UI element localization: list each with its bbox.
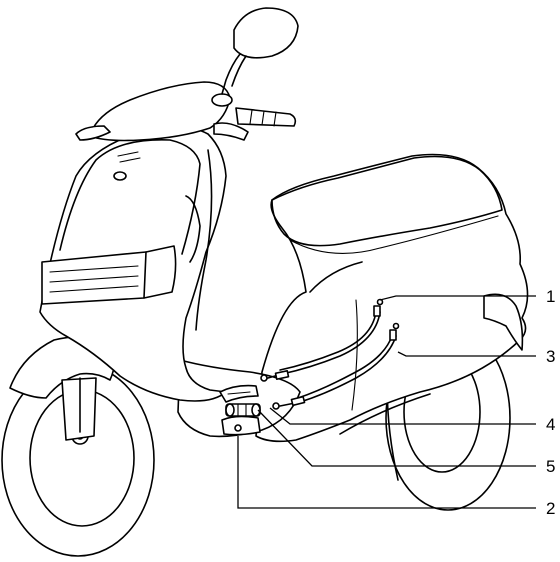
handlebar-assembly	[75, 81, 297, 142]
leader-lines	[237, 295, 536, 509]
front-fender	[9, 336, 115, 441]
cable-guide-part-2	[221, 415, 261, 436]
leader-5	[257, 409, 536, 467]
callout-5: 5	[546, 457, 555, 476]
front-body	[39, 125, 227, 402]
callout-numbers: 1 3 4 5 2	[546, 287, 555, 518]
callout-3: 3	[546, 347, 555, 366]
leader-2	[237, 436, 536, 509]
cable-1	[260, 298, 384, 382]
cable-adjuster-part-5	[225, 403, 261, 417]
callout-1: 1	[546, 287, 555, 306]
rear-body-panel	[255, 153, 529, 443]
leader-3	[397, 351, 536, 357]
leader-4	[269, 407, 536, 425]
callout-4: 4	[546, 415, 555, 434]
leader-1	[379, 295, 536, 301]
cable-3	[272, 322, 400, 410]
callout-2: 2	[546, 499, 555, 518]
mirror	[221, 7, 299, 95]
cable-bracket-part-4	[219, 384, 259, 403]
